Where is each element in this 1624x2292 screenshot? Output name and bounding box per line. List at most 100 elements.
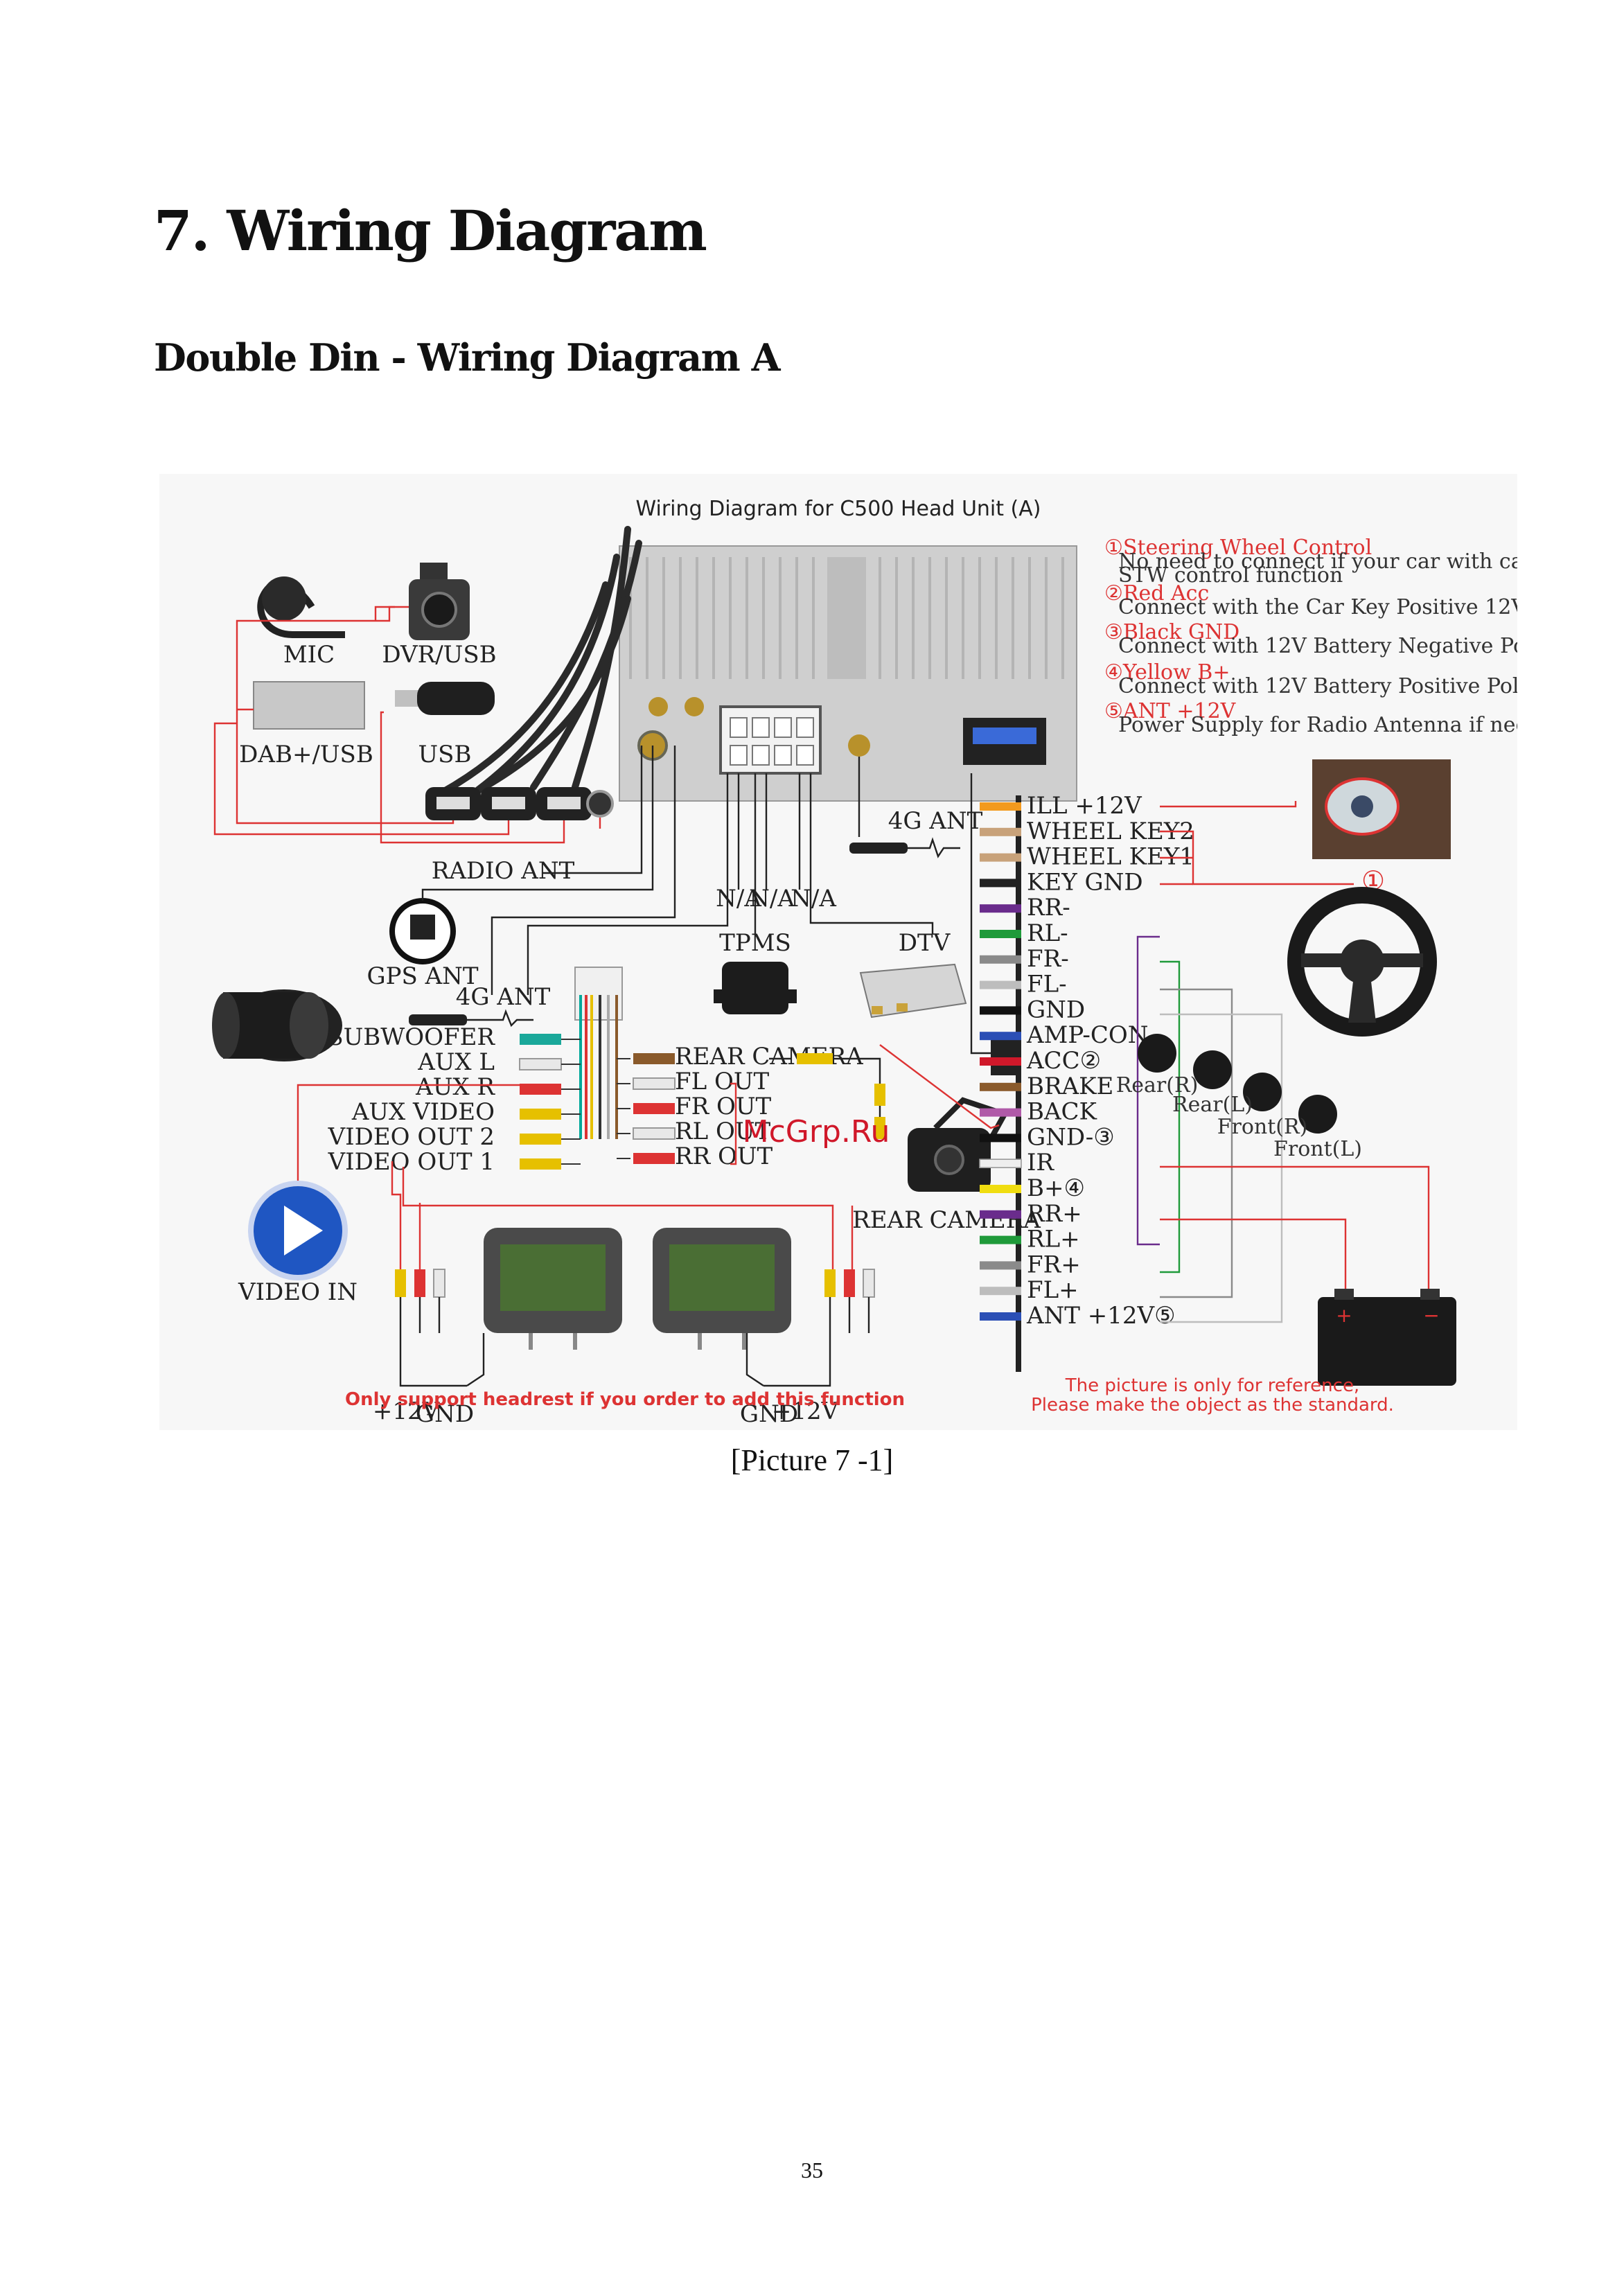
- wire-16: [980, 1210, 1021, 1219]
- mic-device: MIC: [257, 576, 345, 669]
- page-heading: 7. Wiring Diagram: [154, 198, 707, 263]
- ant4g-left-label: 4G ANT: [456, 983, 551, 1011]
- dtv-label: DTV: [899, 929, 951, 957]
- rca-left-1: AUX L: [417, 1048, 495, 1076]
- wire-label-20: ANT +12V⑤: [1026, 1302, 1176, 1330]
- wire-label-2: WHEEL KEY1: [1027, 843, 1194, 871]
- wire-1: [980, 827, 1021, 836]
- rca-right-1: FL OUT: [675, 1068, 770, 1095]
- front-r-label: Front(R): [1217, 1115, 1308, 1139]
- note-1-line2: STW control function: [1118, 563, 1343, 588]
- na-1-label: N/A: [716, 885, 761, 913]
- note-2-line1: Connect with the Car Key Positive 12V+: [1118, 595, 1517, 619]
- wire-4: [980, 904, 1021, 913]
- na-lines: [527, 773, 934, 995]
- wire-19: [980, 1287, 1021, 1296]
- wire-15: [980, 1185, 1021, 1193]
- usb-ports: [425, 787, 614, 820]
- page-number: 35: [801, 2158, 823, 2183]
- wire-9: [980, 1032, 1021, 1041]
- wire-label-9: AMP-CON: [1026, 1021, 1149, 1049]
- video-in-link: [297, 1084, 520, 1181]
- rca-left-group: SUBWOOFER AUX L AUX R AUX VIDEO VIDEO OU…: [327, 967, 623, 1176]
- dab-label: DAB+/USB: [239, 741, 373, 768]
- note-1-title: ①Steering Wheel Control: [1104, 536, 1372, 560]
- wire-12: [980, 1108, 1021, 1117]
- dtv-module: DTV: [859, 929, 967, 1019]
- ant4g-left: 4G ANT: [409, 746, 676, 1028]
- wire-label-7: FL-: [1027, 971, 1067, 998]
- wire-0: [980, 802, 1021, 811]
- usb-stick: USB: [395, 682, 495, 768]
- headrest-wiring: [399, 1297, 870, 1387]
- wire-label-8: GND: [1027, 996, 1085, 1023]
- wire-17: [980, 1235, 1021, 1244]
- gnd-left-label: GND: [416, 1400, 474, 1428]
- radio-ant-link: RADIO ANT: [432, 746, 643, 885]
- wire-label-15: B+④: [1027, 1174, 1085, 1202]
- wire-20: [980, 1312, 1021, 1321]
- tpms-module: TPMS: [714, 929, 797, 1014]
- wire-3: [980, 879, 1021, 888]
- wire-label-18: FR+: [1027, 1251, 1081, 1278]
- reference-note-2: Please make the object as the standard.: [1031, 1395, 1394, 1416]
- watermark: McGrp.Ru: [743, 1114, 890, 1149]
- dvr-label: DVR/USB: [382, 641, 496, 669]
- harness-cables: [433, 526, 642, 802]
- rear-camera-arrow: [879, 1044, 1000, 1129]
- rca-left-5: VIDEO OUT 1: [328, 1148, 495, 1176]
- usb-label: USB: [418, 741, 472, 768]
- note-1-line1: No need to connect if your car with canb…: [1118, 549, 1517, 574]
- note-5-title: ⑤ANT +12V: [1104, 699, 1237, 723]
- rca-right-3: RL OUT: [675, 1118, 771, 1145]
- diagram-title: Wiring Diagram for C500 Head Unit (A): [636, 497, 1041, 521]
- wire-label-6: FR-: [1027, 945, 1069, 973]
- dab-device: DAB+/USB: [239, 681, 373, 768]
- wire-11: [980, 1082, 1021, 1091]
- page-subheading: Double Din - Wiring Diagram A: [154, 335, 781, 380]
- na-2-label: N/A: [749, 885, 795, 913]
- note-3-title: ③Black GND: [1104, 620, 1239, 644]
- rca-left-0: SUBWOOFER: [327, 1023, 495, 1051]
- front-l-label: Front(L): [1273, 1137, 1362, 1161]
- tpms-label: TPMS: [719, 929, 791, 957]
- gps-antenna: GPS ANT: [367, 746, 654, 990]
- wire-14: [979, 1158, 1022, 1169]
- plus12v-right-label: +12V: [772, 1398, 840, 1425]
- wire-label-11: BRAKE: [1027, 1073, 1113, 1100]
- car-headlight-photo: [1312, 759, 1451, 859]
- rear-r-label: Rear(R): [1116, 1073, 1199, 1097]
- gps-ant-label: GPS ANT: [367, 962, 478, 990]
- speaker-wires: [1136, 935, 1283, 1323]
- speakers: Rear(R) Rear(L) Front(R) Front(L): [1116, 1034, 1362, 1161]
- dvr-device: DVR/USB: [382, 563, 497, 669]
- na-3-label: N/A: [791, 885, 836, 913]
- rear-camera-link: [769, 1053, 885, 1139]
- instruction-notes: ①Steering Wheel Control No need to conne…: [1104, 536, 1517, 737]
- rca-left-2: AUX R: [415, 1073, 495, 1101]
- wire-8: [980, 1006, 1021, 1015]
- wire-label-12: BACK: [1027, 1098, 1097, 1126]
- wire-label-17: RL+: [1027, 1226, 1080, 1253]
- headrest-monitors: [484, 1228, 791, 1350]
- rca-left-3: AUX VIDEO: [351, 1098, 495, 1126]
- wire-7: [980, 980, 1021, 989]
- gnd-right-label: GND: [740, 1400, 798, 1428]
- wire-label-5: RL-: [1027, 919, 1068, 947]
- headrest-plugs: [395, 1269, 875, 1298]
- wire-5: [980, 930, 1021, 938]
- wire-2: [980, 853, 1021, 862]
- video-in-label: VIDEO IN: [238, 1278, 358, 1306]
- headrest-note: Only support headrest if you order to ad…: [345, 1389, 905, 1410]
- wire-label-14: IR: [1027, 1149, 1054, 1176]
- rear-l-label: Rear(L): [1172, 1093, 1253, 1117]
- figure-caption: [Picture 7 -1]: [730, 1443, 894, 1477]
- headrest-red-links: [391, 1161, 854, 1269]
- rca-right-4: RR OUT: [675, 1143, 773, 1170]
- ant4g-top-label: 4G ANT: [888, 807, 983, 835]
- svg-text:+: +: [1336, 1304, 1352, 1327]
- wire-label-0: ILL +12V: [1027, 792, 1142, 820]
- battery: + −: [1318, 1289, 1456, 1386]
- wire-label-19: FL+: [1027, 1276, 1079, 1304]
